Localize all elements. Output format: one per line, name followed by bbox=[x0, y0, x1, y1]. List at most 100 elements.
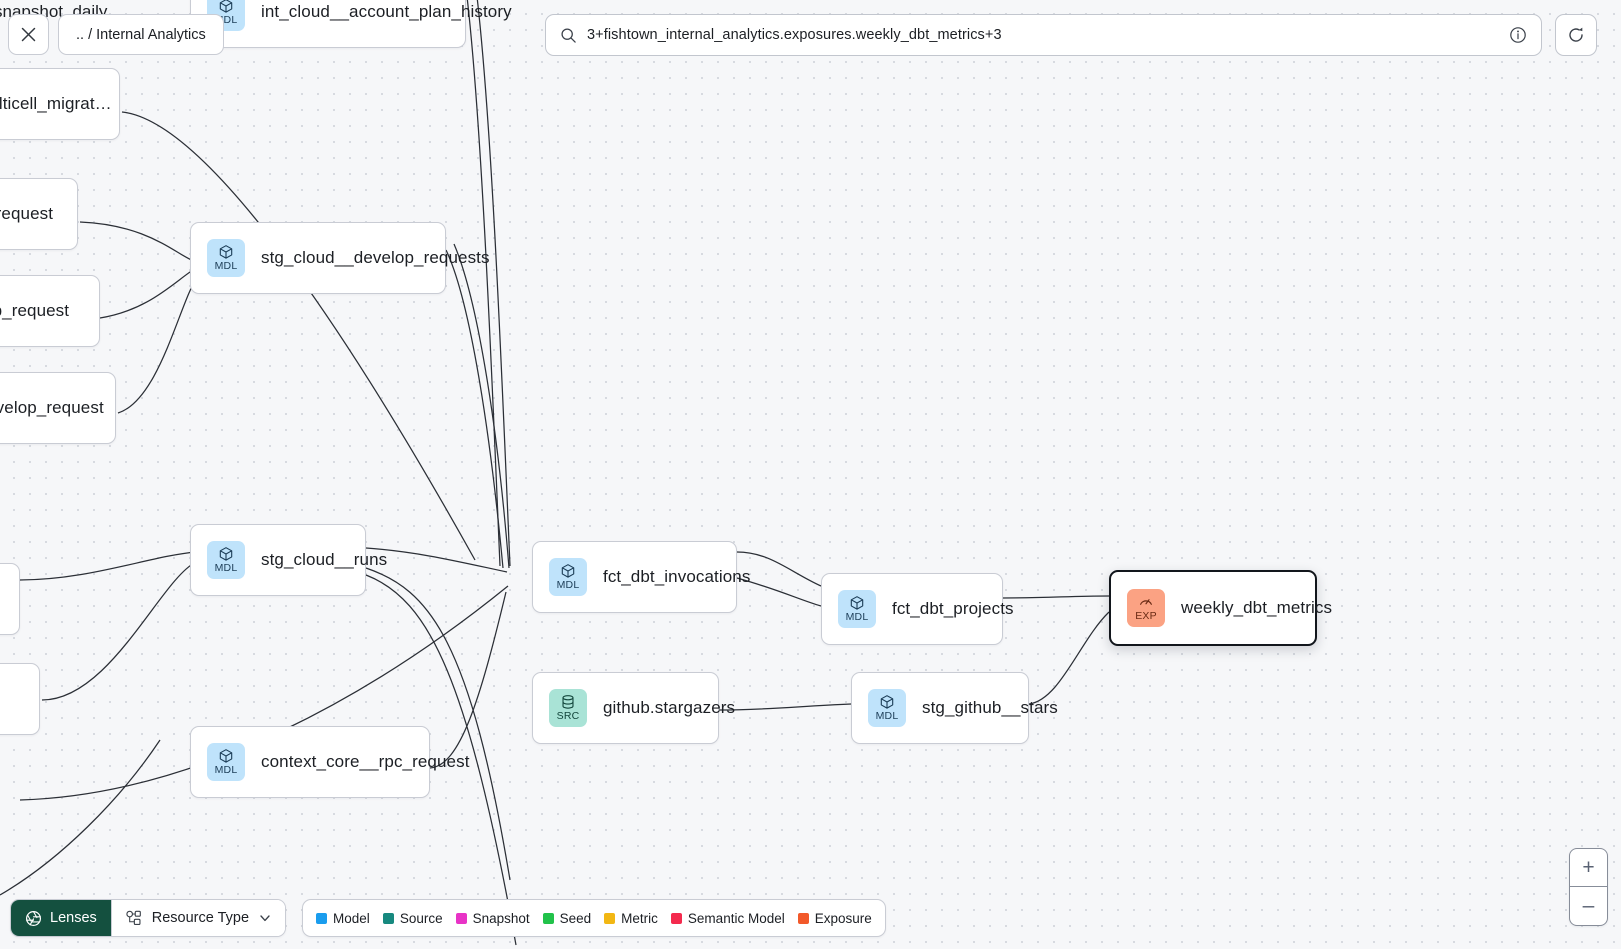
legend-label: Source bbox=[399, 910, 443, 926]
legend-swatch bbox=[797, 912, 809, 924]
node-label: stg_cloud__runs bbox=[261, 550, 388, 569]
node-label: context_core__rpc_request bbox=[261, 752, 470, 771]
node-type-abbr: MDL bbox=[214, 260, 238, 273]
legend-item-semantic-model[interactable]: Semantic Model bbox=[670, 910, 785, 926]
node-label: _develop_request bbox=[0, 398, 104, 417]
search-icon bbox=[560, 27, 577, 44]
cube-icon-glyph bbox=[849, 595, 865, 611]
graph-edge bbox=[79, 221, 197, 263]
zoom-in-label: + bbox=[1582, 855, 1595, 879]
cube-icon-glyph bbox=[560, 563, 576, 579]
cube-icon: MDL bbox=[207, 541, 245, 579]
cube-icon-glyph bbox=[218, 748, 234, 764]
cube-icon: MDL bbox=[207, 239, 245, 277]
cube-icon-glyph bbox=[218, 244, 234, 260]
node-type-abbr: MDL bbox=[214, 764, 238, 777]
node-label: velop_request bbox=[0, 301, 70, 320]
graph-node-op-request[interactable]: MDLop_request bbox=[0, 178, 78, 250]
cube-icon: MDL bbox=[868, 689, 906, 727]
graph-node-int-cloud-account-plan-history[interactable]: MDL int_cloud__account_plan_history bbox=[190, 0, 512, 48]
lenses-label: Lenses bbox=[50, 910, 97, 926]
cube-icon: MDL bbox=[549, 558, 587, 596]
legend-item-source[interactable]: Source bbox=[382, 910, 443, 926]
legend-item-metric[interactable]: Metric bbox=[604, 911, 658, 926]
legend-swatch bbox=[316, 912, 328, 924]
legend-label: Model bbox=[333, 910, 370, 926]
node-label: op_request bbox=[0, 204, 54, 223]
graph-edge bbox=[476, 0, 511, 567]
node-label: stg_cloud__develop_requests bbox=[261, 248, 490, 267]
graph-node-stg-cloud-runs[interactable]: MDL stg_cloud__runs bbox=[190, 524, 387, 596]
info-icon[interactable] bbox=[1509, 26, 1527, 44]
resource-type-legend: Model Source Snapshot Seed Metric Semantic Mo… bbox=[302, 899, 886, 937]
node-label: weekly_dbt_metrics bbox=[1181, 598, 1333, 617]
legend-label: Seed bbox=[559, 910, 592, 926]
legend-swatch bbox=[604, 912, 616, 924]
graph-node-left-n[interactable]: MDLn bbox=[0, 563, 20, 635]
cube-icon: MDL bbox=[838, 590, 876, 628]
graph-edge bbox=[1028, 611, 1110, 705]
database-icon-glyph bbox=[560, 694, 576, 710]
cube-icon-glyph bbox=[879, 694, 895, 710]
graph-node-velop-request[interactable]: MDLvelop_request bbox=[0, 275, 100, 347]
resource-type-label: Resource Type bbox=[151, 910, 250, 926]
graph-node-fct-dbt-invocations[interactable]: MDL fct_dbt_invocations bbox=[532, 541, 750, 613]
legend-item-model[interactable]: Model bbox=[316, 911, 370, 926]
zoom-in-button[interactable]: + bbox=[1570, 849, 1607, 887]
legend-label: Metric bbox=[621, 910, 658, 926]
graph-node-multicell-migrat[interactable]: MDLmulticell_migrat… bbox=[0, 68, 120, 140]
nodes-icon bbox=[126, 910, 141, 926]
close-button[interactable] bbox=[8, 14, 49, 55]
refresh-icon bbox=[1569, 27, 1583, 42]
legend-item-snapshot[interactable]: Snapshot bbox=[455, 910, 530, 926]
resource-type-dropdown[interactable]: Resource Type bbox=[110, 900, 286, 936]
graph-edge bbox=[1002, 595, 1110, 599]
graph-node-context-core-rpc-request[interactable]: MDL context_core__rpc_request bbox=[190, 726, 469, 798]
cube-icon-glyph bbox=[218, 0, 234, 14]
zoom-out-label: – bbox=[1582, 894, 1595, 917]
graph-node-stg-cloud-develop-requests[interactable]: MDL stg_cloud__develop_requests bbox=[190, 222, 489, 294]
legend-item-seed[interactable]: Seed bbox=[542, 910, 592, 926]
legend-item-exposure[interactable]: Exposure bbox=[797, 910, 872, 926]
graph-edge bbox=[429, 591, 507, 769]
bottom-toolbar: Lenses Resource Type Model Source Snapshot… bbox=[10, 899, 886, 937]
zoom-controls: + – bbox=[1569, 848, 1608, 926]
gauge-icon: EXP bbox=[1127, 589, 1165, 627]
lenses-button[interactable]: Lenses bbox=[11, 900, 111, 936]
legend-label: Exposure bbox=[814, 910, 872, 926]
graph-edge bbox=[466, 0, 501, 567]
close-icon bbox=[21, 27, 36, 42]
graph-edge bbox=[365, 567, 511, 881]
graph-node-weekly-dbt-metrics[interactable]: EXP weekly_dbt_metrics bbox=[1109, 570, 1332, 646]
node-label: fct_dbt_invocations bbox=[603, 567, 751, 586]
zoom-out-button[interactable]: – bbox=[1570, 887, 1607, 925]
cube-icon: MDL bbox=[207, 743, 245, 781]
node-label: int_cloud__account_plan_history bbox=[261, 2, 512, 21]
breadcrumb[interactable]: .. / Internal Analytics bbox=[58, 14, 224, 55]
node-type-abbr: MDL bbox=[214, 14, 238, 27]
legend-swatch bbox=[382, 912, 394, 924]
graph-edge bbox=[445, 249, 504, 569]
legend-swatch bbox=[455, 912, 467, 924]
node-label: multicell_migrat… bbox=[0, 94, 112, 113]
refresh-button[interactable] bbox=[1555, 14, 1597, 56]
node-type-abbr: MDL bbox=[556, 579, 580, 592]
node-type-abbr: MDL bbox=[214, 562, 238, 575]
graph-node-left-run[interactable]: MDL.run bbox=[0, 663, 40, 735]
legend-label: Snapshot bbox=[472, 910, 530, 926]
search-bar[interactable] bbox=[545, 14, 1542, 56]
graph-node-develop-request[interactable]: MDL_develop_request bbox=[0, 372, 116, 444]
graph-edge bbox=[99, 267, 197, 319]
legend-swatch bbox=[542, 912, 554, 924]
node-type-abbr: MDL bbox=[845, 611, 869, 624]
search-input[interactable] bbox=[577, 27, 1509, 43]
database-icon: SRC bbox=[549, 689, 587, 727]
graph-edge bbox=[117, 275, 199, 414]
legend-label: Semantic Model bbox=[687, 910, 785, 926]
graph-edge bbox=[19, 551, 197, 581]
